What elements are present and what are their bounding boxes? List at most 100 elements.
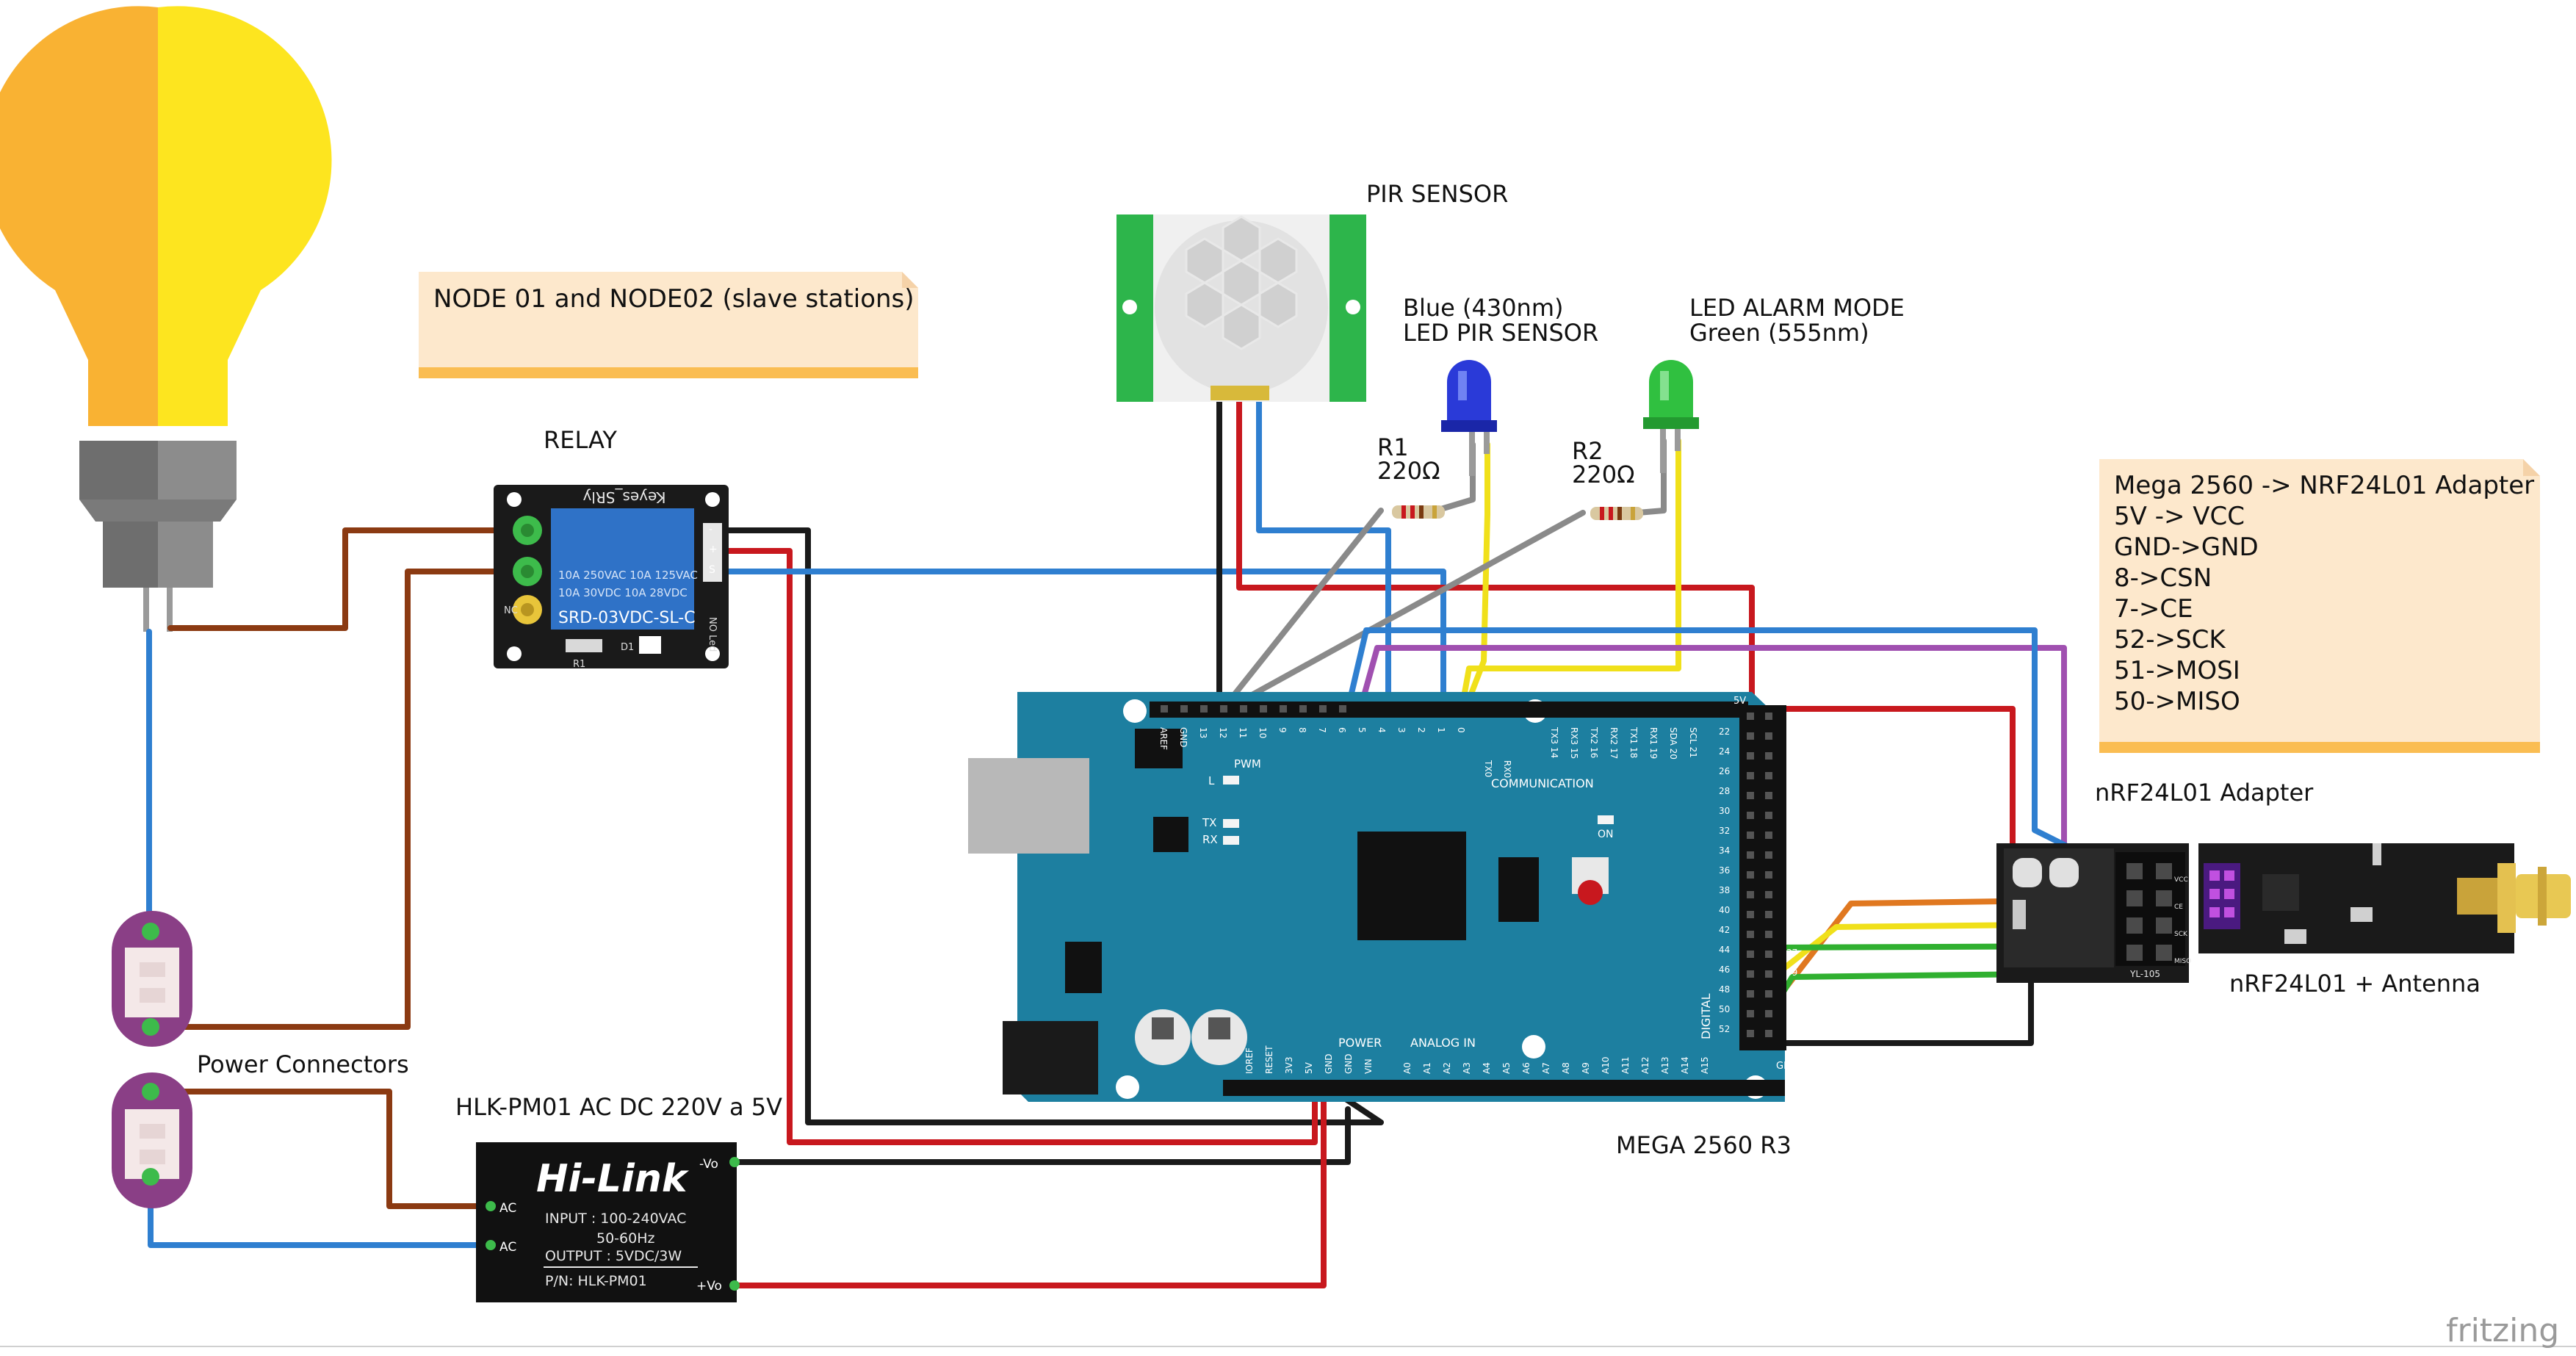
arduino-pin-label: A15 [1700,1057,1710,1074]
arduino-pin-label: 40 [1719,905,1730,915]
arduino-pin-label: A1 [1422,1062,1432,1074]
arduino-pin-label: RESET [1264,1045,1274,1074]
arduino-pin-label: 27 [1786,848,1797,859]
wiring-note-line: GND->GND [2114,533,2259,562]
arduino-pin-label: 35 [1786,928,1797,938]
arduino-pin-label: 53 [1786,1106,1797,1117]
led-blue-line2: LED PIR SENSOR [1403,319,1598,347]
header-pin [1765,1030,1772,1037]
header-pin [1747,812,1754,819]
arduino-pin-label: A4 [1482,1062,1492,1074]
nrf-pin-miso: MISO [2174,958,2191,965]
arduino-power: POWER [1338,1036,1382,1050]
header-pin [1765,832,1772,839]
arduino-pin-label: 2 [1416,727,1426,733]
header-pin [1747,931,1754,938]
led-green-line2: Green (555nm) [1689,319,1869,347]
arduino-pin-label: AREF [1158,727,1169,750]
header-pin [1747,871,1754,879]
arduino-pin-label: 5V [1304,1061,1314,1074]
arduino-pin-label: GND [1343,1053,1354,1074]
wiring-note-line: Mega 2560 -> NRF24L01 Adapter [2114,471,2534,500]
arduino-pin-label: 33 [1786,908,1797,918]
header-pin [1260,705,1267,713]
header-pin [1765,772,1772,779]
arduino-pin-label: RX2 17 [1609,727,1619,759]
wiring-note-line: 7->CE [2114,594,2193,624]
relay-label: RELAY [544,426,617,454]
relay-rating1: 10A 250VAC 10A 125VAC [558,569,698,582]
arduino-pin-label: 31 [1786,888,1797,898]
arduino-pin-label: VIN [1363,1059,1374,1074]
wire-hlk-vpos [735,1084,1327,1288]
arduino-pin-label: SDA 20 [1668,727,1678,760]
header-pin [1319,705,1327,713]
arduino-pin-label: RX0 [1502,760,1512,778]
header-pin [1747,772,1754,779]
arduino-pin-label: TX3 14 [1549,726,1559,758]
arduino-pin-label: A13 [1660,1057,1670,1074]
wire-r1-gnd [1220,508,1384,712]
wire-pir-out [1256,392,1391,712]
header-pin [1200,705,1208,713]
relay-module: RELAY Keyes_SRly 10A 250VAC 10A 125VAC 1… [494,426,729,670]
led-blue-line1: Blue (430nm) [1403,294,1563,322]
arduino-pin-label: 44 [1719,945,1730,955]
wiring-note-line: 51->MOSI [2114,656,2240,685]
arduino-pin-label: 42 [1719,925,1730,935]
header-pin [1240,705,1247,713]
wire-led-blue [1462,441,1490,712]
arduino-digital: DIGITAL [1699,993,1713,1039]
nrf-antenna-module: nRF24L01 + Antenna [2198,843,2571,998]
arduino-pin-label: 0 [1456,727,1466,733]
arduino-pin-label: 32 [1719,826,1730,836]
arduino-pin-label: 13 [1198,727,1208,738]
r2-value: 220Ω [1572,461,1635,488]
header-pin [1747,911,1754,918]
relay-no-label: NO Led [707,617,718,652]
header-pin [1747,752,1754,760]
r1-value: 220Ω [1377,457,1440,485]
relay-pin-vcc: + [709,544,718,555]
header-pin [1747,851,1754,859]
hlk-pin-ac2: AC [499,1240,516,1255]
arduino-pin-label: 26 [1719,766,1730,776]
nrf-antenna-label: nRF24L01 + Antenna [2229,970,2481,998]
arduino-pin-label: 4 [1377,727,1387,733]
arduino-pin-label: A14 [1680,1057,1690,1074]
wire-relay-vcc [721,548,1318,1145]
arduino-pin-label: 12 [1218,727,1228,738]
note-node-text: NODE 01 and NODE02 (slave stations) [433,284,914,314]
fritzing-watermark: fritzing [0,1312,2576,1349]
arduino-l-led: L [1208,774,1215,787]
header-pin [1765,911,1772,918]
hlk-output: OUTPUT : 5VDC/3W [545,1248,682,1264]
header-pin [1180,705,1188,713]
arduino-pin-label: A10 [1601,1057,1611,1074]
header-pin [1765,931,1772,938]
hlk-title: HLK-PM01 AC DC 220V a 5V [455,1093,782,1121]
header-pin [1339,705,1346,713]
relay-pin-gnd: - [709,524,712,535]
arduino-pin-label: A3 [1462,1062,1472,1074]
header-pin [1747,713,1754,720]
relay-brand: Keyes_SRly [582,488,665,506]
wiring-note-line: 52->SCK [2114,625,2226,654]
arduino-pin-label: 46 [1719,964,1730,975]
arduino-pin-label: 34 [1719,845,1730,856]
arduino-pin-label: 3V3 [1284,1057,1294,1074]
resistor-r2: R2 220Ω [1572,437,1643,520]
header-pin [1747,1010,1754,1017]
wiring-note-line: 8->CSN [2114,563,2212,593]
relay-d-label: D1 [621,642,634,653]
arduino-pin-label: 49 [1786,1067,1797,1077]
wire-bulb-relay [167,527,530,631]
arduino-pin-label: 3 [1396,727,1407,733]
arduino-pin-label: 52 [1719,1024,1730,1034]
arduino-pin-label: 43 [1786,1007,1797,1017]
resistor-r1: R1 220Ω [1377,433,1445,519]
pir-label: PIR SENSOR [1366,180,1508,208]
arduino-pin-label: A2 [1442,1062,1452,1074]
